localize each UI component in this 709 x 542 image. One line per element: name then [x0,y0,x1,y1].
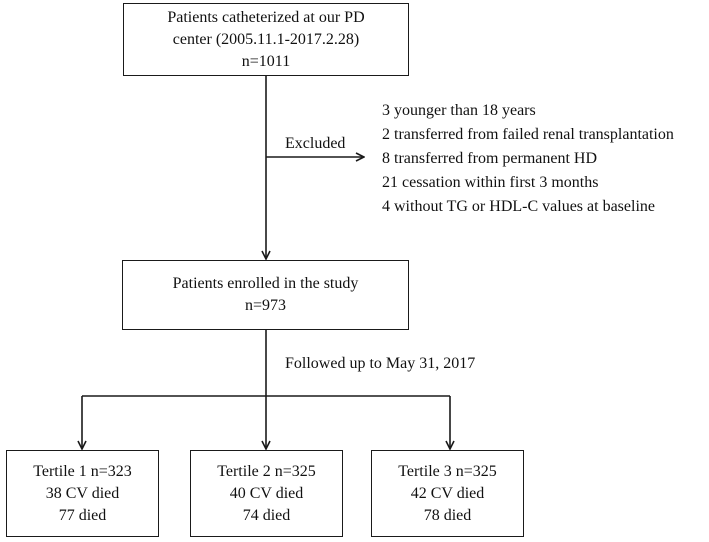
exclusion-item: 3 younger than 18 years [382,102,536,119]
source-count: n=1011 [241,52,291,70]
tertile-3-deaths: 78 died [423,506,472,524]
exclusion-item: 21 cessation within first 3 months [382,174,599,191]
tertile-1-cv-deaths: 38 CV died [45,484,120,502]
enrolled-label: Patients enrolled in the study [172,275,359,292]
tertile-1-deaths: 77 died [58,506,107,524]
tertile-3-count: Tertile 3 n=325 [398,462,497,480]
source-line-1: Patients catheterized at our PD [167,8,365,26]
tertile-2-count: Tertile 2 n=325 [217,462,316,480]
exclusion-item: 8 transferred from permanent HD [382,150,598,167]
source-population-box: Patients catheterized at our PD center (… [123,3,409,76]
exclusion-list: 3 younger than 18 years 2 transferred fr… [382,99,674,219]
tertile-2-cv-deaths: 40 CV died [229,484,304,502]
tertile-1-count: Tertile 1 n=323 [33,462,132,480]
exclusion-item: 4 without TG or HDL-C values at baseline [382,198,655,215]
tertile-3-box: Tertile 3 n=325 42 CV died 78 died [371,450,524,537]
tertile-1-box: Tertile 1 n=323 38 CV died 77 died [6,450,159,537]
source-line-2: center (2005.11.1-2017.2.28) [172,30,360,48]
exclusion-item: 2 transferred from failed renal transpla… [382,126,674,143]
excluded-label: Excluded [285,135,346,152]
enrolled-count: n=973 [244,297,287,314]
enrolled-box: Patients enrolled in the study n=973 [122,260,409,330]
tertile-2-deaths: 74 died [242,506,291,524]
tertile-3-cv-deaths: 42 CV died [410,484,485,502]
tertile-2-box: Tertile 2 n=325 40 CV died 74 died [190,450,343,537]
followup-label: Followed up to May 31, 2017 [285,355,476,372]
